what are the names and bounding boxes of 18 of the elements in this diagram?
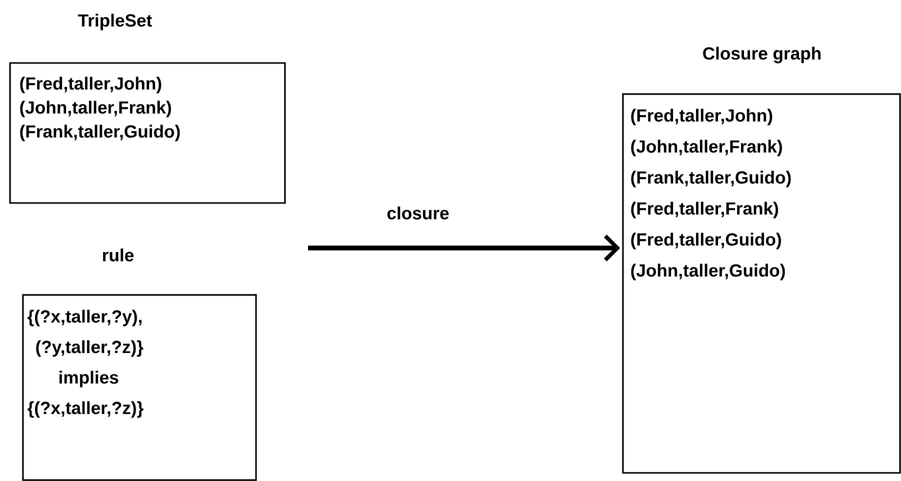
text-line: {(?x,taller,?y), xyxy=(28,310,142,326)
text-line: (Frank,taller,Guido) xyxy=(20,124,180,142)
text-line: (Fred,taller,John) xyxy=(631,108,772,126)
heading: TripleSet xyxy=(78,14,152,30)
text-line: implies xyxy=(60,370,118,388)
text-line: (John,taller,Frank) xyxy=(631,140,782,156)
text-line: (Fred,taller,Frank) xyxy=(631,202,778,218)
text-line: (?y,taller,?z)} xyxy=(36,340,144,357)
text-line: {(?x,taller,?z)} xyxy=(28,401,144,418)
edge-label: closure xyxy=(385,205,451,221)
text-line: (John,taller,Guido) xyxy=(631,264,785,280)
text-line: (Fred,taller,John) xyxy=(20,76,162,94)
text-line: (Frank,taller,Guido) xyxy=(631,170,791,188)
arrow xyxy=(308,234,620,262)
text-line: (John,taller,Frank) xyxy=(20,100,171,118)
text-line: (Fred,taller,Guido) xyxy=(631,232,781,250)
heading: rule xyxy=(103,248,134,262)
heading: Closure graph xyxy=(703,46,821,64)
